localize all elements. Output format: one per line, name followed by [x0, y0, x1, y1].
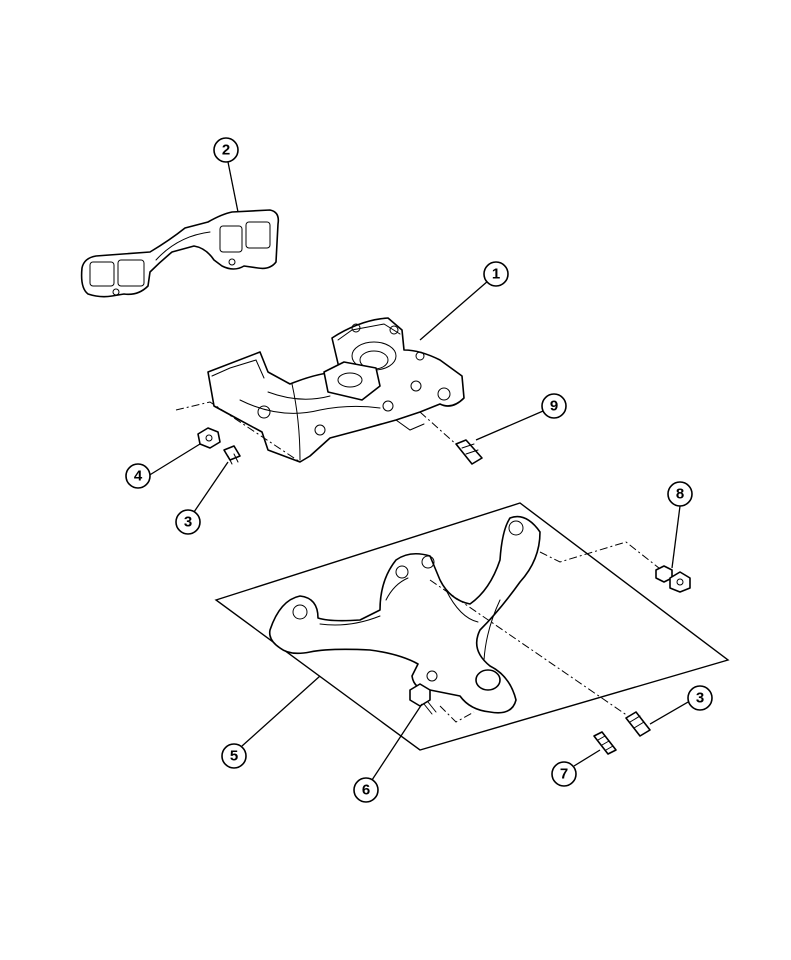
svg-text:6: 6: [362, 782, 370, 799]
svg-text:2: 2: [222, 142, 230, 159]
exhaust-bolt: [409, 683, 437, 715]
svg-text:9: 9: [550, 398, 558, 415]
intake-manifold-gasket: [80, 209, 280, 298]
alignment-line-exhaust: [539, 541, 665, 573]
callout-2: 2: [213, 137, 239, 163]
callout-9: 9: [541, 393, 567, 419]
callout-7: 7: [551, 761, 577, 787]
intake-manifold: [207, 317, 465, 463]
fitting: [455, 439, 483, 465]
stud: [593, 731, 617, 755]
svg-text:1: 1: [492, 266, 500, 283]
exhaust-manifold-assembly: [214, 502, 730, 751]
callout-6: 6: [353, 777, 379, 803]
callout-1: 1: [483, 261, 509, 287]
exhaust-nuts: [655, 565, 691, 593]
callout-3-lower: 3: [687, 685, 713, 711]
callout-5: 5: [221, 743, 247, 769]
svg-text:4: 4: [134, 468, 143, 485]
svg-text:8: 8: [676, 486, 684, 503]
svg-text:5: 5: [230, 748, 238, 765]
alignment-line: [175, 401, 301, 463]
svg-text:7: 7: [560, 766, 568, 783]
svg-text:3: 3: [184, 514, 192, 531]
bolt-lower: [625, 711, 651, 737]
nut: [197, 427, 221, 449]
svg-text:3: 3: [696, 690, 704, 707]
bolt-upper: [223, 445, 241, 465]
callout-4: 4: [125, 463, 151, 489]
alignment-line-9: [419, 411, 459, 447]
callout-3-upper: 3: [175, 509, 201, 535]
leader-lines: [147, 161, 689, 781]
alignment-line-exhaust-3: [439, 705, 475, 723]
callout-8: 8: [667, 481, 693, 507]
mounting-plane: [214, 502, 730, 751]
